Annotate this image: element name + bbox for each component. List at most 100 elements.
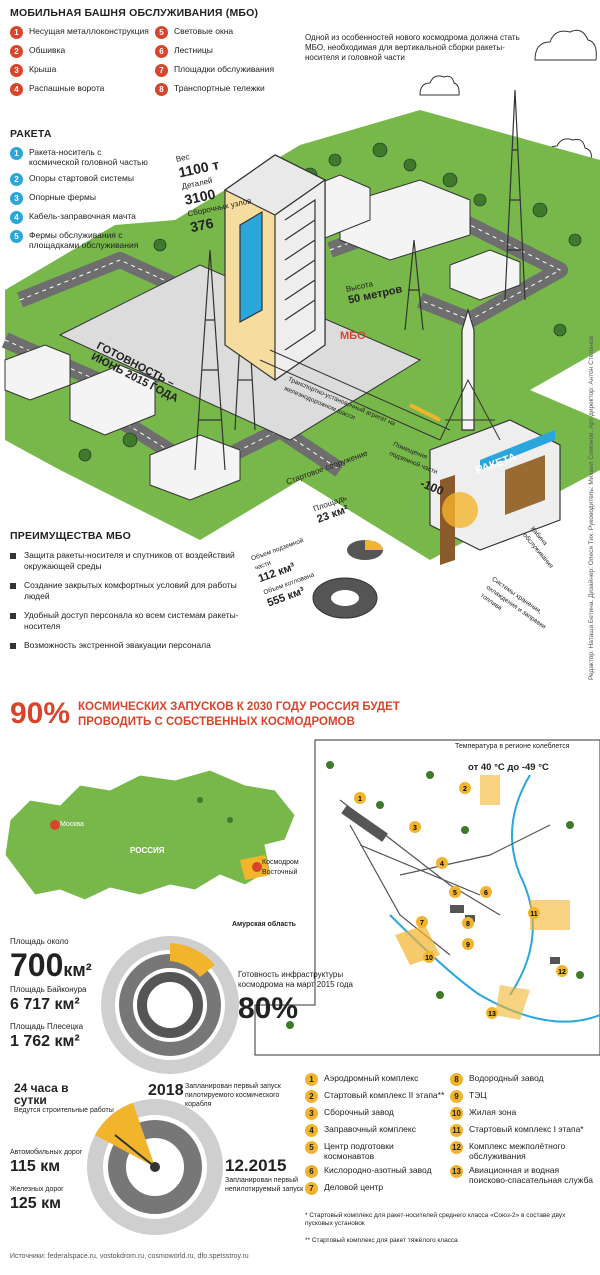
plan-marker-6: 6	[480, 886, 492, 898]
sources: Источники: federalspace.ru, vostokdrom.r…	[10, 1253, 249, 1260]
svg-text:12: 12	[558, 969, 566, 976]
advantage-item: Защита ракеты-носителя и спутников от во…	[10, 550, 240, 572]
plan-marker-2: 2	[459, 782, 471, 794]
svg-text:13: 13	[488, 1011, 496, 1018]
plan-marker-8: 8	[462, 917, 474, 929]
credits: Редактор: Наташа Бетина. Дизайнер: Олеся…	[588, 335, 595, 680]
plan-marker-9: 9	[462, 938, 474, 950]
advantage-item: Создание закрытых комфортных условий для…	[10, 580, 240, 602]
plan-marker-10: 10	[423, 951, 435, 963]
plesetsk-label: Площадь Плесецка	[10, 1022, 84, 1031]
plesetsk-value: 1 762 км²	[10, 1033, 80, 1050]
footnote-2: ** Стартовый комплекс для ракет тяжёлого…	[305, 1237, 458, 1244]
temperature-value: от 40 °С до -49 °С	[468, 762, 549, 773]
svg-text:9: 9	[466, 942, 470, 949]
amur-label: Амурская область	[232, 921, 296, 928]
rail-roads-label: Железных дорог	[10, 1186, 64, 1193]
plan-marker-3: 3	[409, 821, 421, 833]
advantages-list: Защита ракеты-носителя и спутников от во…	[10, 550, 240, 659]
svg-text:5: 5	[453, 890, 457, 897]
plan-marker-11: 11	[528, 907, 540, 919]
mbo-title: МОБИЛЬНАЯ БАШНЯ ОБСЛУЖИВАНИЯ (МБО)	[10, 7, 259, 19]
first-launch-date: 12.2015	[225, 1156, 287, 1175]
advantages-title: ПРЕИМУЩЕСТВА МБО	[10, 530, 132, 542]
russia-label: РОССИЯ	[130, 846, 165, 855]
infra-label: Готовность инфраструктуры космодрома на …	[238, 970, 353, 989]
volume-disc	[312, 577, 378, 619]
work-hours-sub: Ведутся строительные работы	[14, 1107, 114, 1114]
svg-text:6: 6	[484, 890, 488, 897]
launch-complex-illustration	[1, 29, 600, 619]
svg-text:2: 2	[463, 786, 467, 793]
temperature-label: Температура в регионе колеблется	[455, 743, 570, 750]
vostochny-label: Космодром Восточный	[262, 859, 299, 876]
infra-value: 80%	[238, 992, 299, 1025]
area-donut	[101, 936, 239, 1074]
plan-marker-5: 5	[449, 886, 461, 898]
plan-marker-12: 12	[556, 965, 568, 977]
crew-launch-date: 2018	[148, 1082, 184, 1099]
svg-text:1: 1	[358, 796, 362, 803]
auto-roads-value: 115 км	[10, 1158, 61, 1175]
svg-text:4: 4	[440, 861, 444, 868]
auto-roads-label: Автомобильных дорог	[10, 1149, 83, 1156]
vostochny-area: 700км²	[10, 947, 92, 983]
baikonur-value: 6 717 км²	[10, 996, 80, 1013]
timeline-donut	[87, 1099, 223, 1235]
site-plan: 1 2 3 4 5 6 7 8 9 10 11 12 13	[254, 739, 600, 1056]
work-hours: 24 часа в сутки	[14, 1081, 69, 1107]
moscow-label: Москва	[60, 821, 84, 828]
rocket	[461, 307, 475, 431]
mbo-tower	[223, 154, 327, 382]
svg-text:3: 3	[413, 825, 417, 832]
advantage-item: Возможность экстренной эвакуации персона…	[10, 640, 240, 651]
mbo-note: Одной из особенностей нового космодрома …	[305, 33, 520, 62]
mbo-label: МБО	[340, 330, 366, 342]
svg-text:7: 7	[420, 920, 424, 927]
baikonur-label: Площадь Байконура	[10, 985, 87, 994]
rocket-title: РАКЕТА	[10, 128, 52, 140]
headline-percent: 90%	[10, 697, 71, 730]
svg-text:8: 8	[466, 921, 470, 928]
plan-marker-4: 4	[436, 857, 448, 869]
vostochny-area-label: Площадь около	[10, 937, 69, 946]
headline-text: КОСМИЧЕСКИХ ЗАПУСКОВ К 2030 ГОДУ РОССИЯ …	[78, 701, 400, 728]
svg-text:10: 10	[425, 955, 433, 962]
plan-marker-13: 13	[486, 1007, 498, 1019]
svg-text:11: 11	[530, 911, 538, 918]
moscow-pin-icon	[50, 820, 60, 830]
area-disc	[347, 540, 383, 560]
rail-roads-value: 125 км	[10, 1195, 61, 1212]
vostochny-pin-icon	[252, 862, 262, 872]
first-launch-text: Запланирован первый непилотируемый запус…	[225, 1177, 304, 1193]
